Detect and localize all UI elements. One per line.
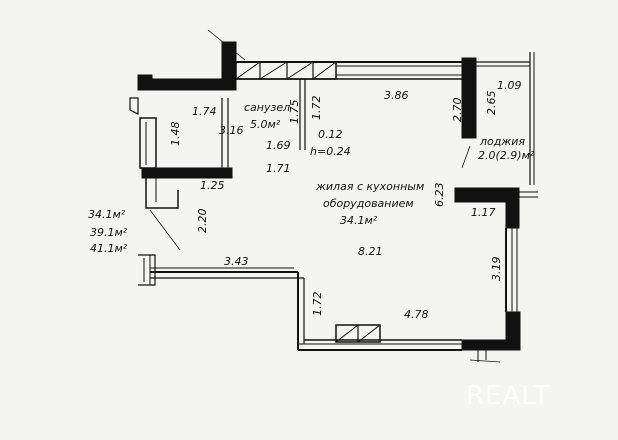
- dim-2-20: 2.20: [196, 209, 209, 234]
- watermark-text: REALT: [466, 381, 550, 411]
- dim-1-75: 1.75: [288, 100, 301, 125]
- dim-3-43: 3.43: [224, 255, 249, 268]
- dim-1-72-bottom: 1.72: [311, 292, 324, 317]
- living-name-line1: жилая с кухонным: [315, 180, 424, 193]
- bathroom-name: санузел: [244, 101, 290, 114]
- wall-bath-bottom: [141, 167, 233, 179]
- dim-1-71: 1.71: [266, 162, 291, 175]
- dim-1-72-top: 1.72: [310, 96, 323, 121]
- loggia-area: 2.0(2.9)м²: [478, 149, 535, 162]
- bathroom-area: 5.0м²: [250, 118, 281, 131]
- room-labels: санузел 5.0м² жилая с кухонным оборудова…: [244, 101, 535, 227]
- dim-6-23: 6.23: [433, 183, 446, 208]
- watermark: REALT: [466, 381, 550, 411]
- dim-1-09: 1.09: [497, 79, 522, 92]
- dim-2-70: 2.70: [451, 98, 464, 123]
- dim-3-86: 3.86: [384, 89, 409, 102]
- dim-1-74: 1.74: [192, 105, 217, 118]
- living-area: 34.1м²: [340, 214, 378, 227]
- dim-1-17: 1.17: [471, 206, 496, 219]
- total-area-2: 39.1м²: [90, 226, 128, 239]
- loggia-name: лоджия: [479, 135, 525, 148]
- dim-1-69: 1.69: [266, 139, 291, 152]
- wall-column-right: [461, 57, 477, 139]
- total-area-3: 41.1м²: [90, 242, 128, 255]
- dim-8-21: 8.21: [358, 245, 383, 258]
- dim-3-19: 3.19: [490, 257, 503, 282]
- dim-1-25: 1.25: [200, 179, 225, 192]
- living-name-line2: оборудованием: [323, 197, 414, 210]
- window-top: [235, 61, 337, 80]
- dim-3-16: 3.16: [219, 124, 244, 137]
- dim-1-48: 1.48: [169, 122, 182, 147]
- dimension-labels: 1.74 1.48 3.16 1.75 1.72 1.69 1.71 0.12 …: [169, 79, 522, 321]
- area-totals: 34.1м² 39.1м² 41.1м²: [88, 208, 128, 255]
- total-area-1: 34.1м²: [88, 208, 126, 221]
- dim-0-12: 0.12: [318, 128, 343, 141]
- wall-top-left: [137, 41, 237, 91]
- walls: [129, 29, 538, 363]
- dim-4-78: 4.78: [404, 308, 429, 321]
- dim-h: h=0.24: [310, 145, 351, 158]
- dim-2-65: 2.65: [485, 91, 498, 116]
